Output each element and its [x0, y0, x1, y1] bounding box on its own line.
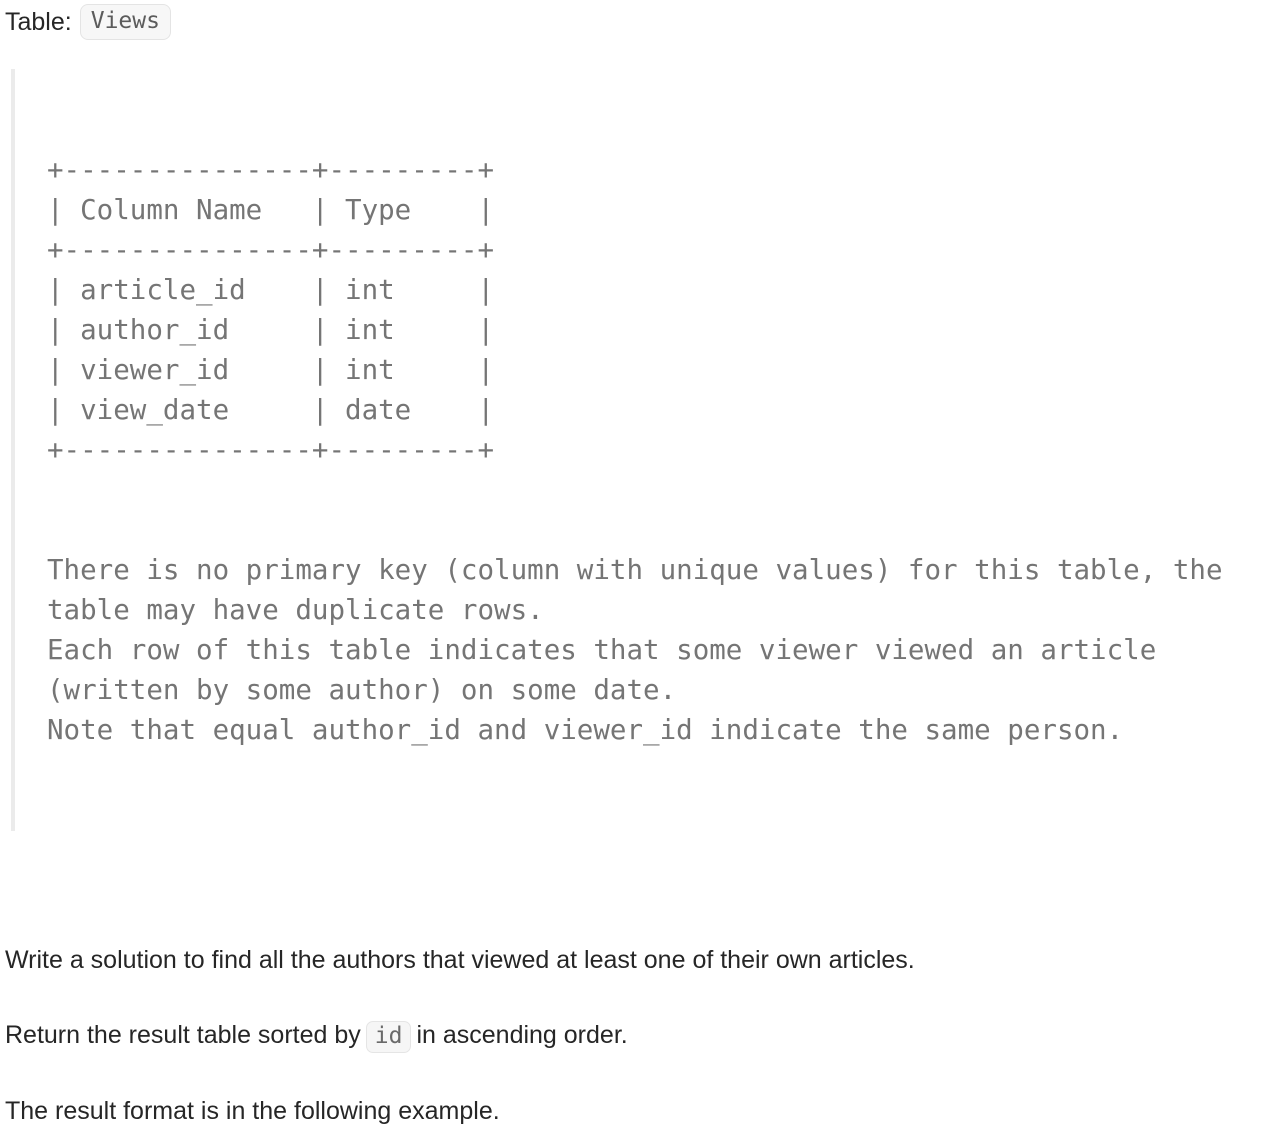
table-name-code: Views: [79, 4, 171, 40]
problem-statement: Write a solution to find all the authors…: [5, 946, 915, 974]
table-header-line: Table: Views: [5, 3, 1268, 41]
id-code: id: [365, 1021, 412, 1053]
problem-prose: Write a solution to find all the authors…: [5, 943, 1268, 1128]
table-label: Table:: [5, 8, 72, 36]
return-text-after: in ascending order.: [416, 1021, 628, 1049]
ascii-schema-table: +---------------+---------+ | Column Nam…: [47, 154, 495, 466]
result-format-note: The result format is in the following ex…: [5, 1097, 500, 1125]
schema-block: +---------------+---------+ | Column Nam…: [11, 69, 1268, 831]
return-text-before: Return the result table sorted by: [5, 1021, 361, 1049]
schema-notes: There is no primary key (column with uni…: [47, 554, 1223, 746]
